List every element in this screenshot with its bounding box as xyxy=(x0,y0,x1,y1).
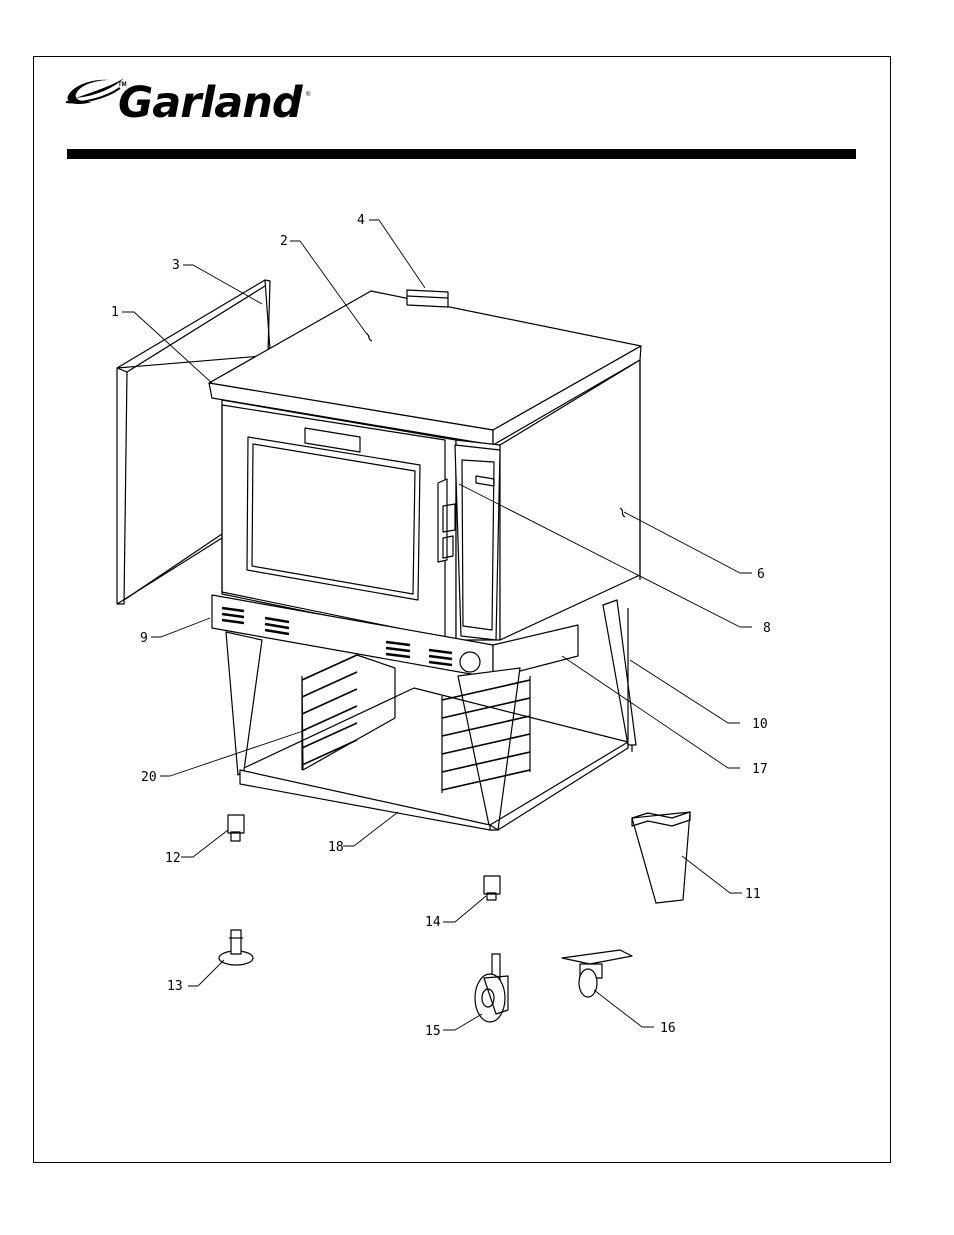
flue-vent xyxy=(407,290,448,307)
callout-20: 20 xyxy=(141,770,157,785)
callout-4: 4 xyxy=(357,213,365,228)
callout-6: 6 xyxy=(757,567,765,582)
callout-9: 9 xyxy=(140,631,148,646)
callout-1: 1 xyxy=(111,305,119,320)
callout-8: 8 xyxy=(763,621,771,636)
callout-10: 10 xyxy=(752,717,768,732)
adjustable-foot xyxy=(219,930,253,965)
callout-13: 13 xyxy=(167,979,183,994)
callout-15: 15 xyxy=(425,1024,441,1039)
plate-caster xyxy=(562,950,632,997)
callout-2-3: 3 xyxy=(172,258,180,273)
foot-insert-14 xyxy=(484,876,500,900)
loose-leg xyxy=(632,812,690,903)
callout-16: 16 xyxy=(660,1021,676,1036)
callout-2: 2 xyxy=(280,234,288,249)
callout-18: 18 xyxy=(328,840,344,855)
callout-12: 12 xyxy=(165,851,181,866)
swivel-caster xyxy=(475,954,508,1022)
callout-11: 11 xyxy=(745,887,761,902)
callout-14: 14 xyxy=(425,915,441,930)
callout-17: 17 xyxy=(752,762,768,777)
foot-insert-12 xyxy=(228,815,244,841)
